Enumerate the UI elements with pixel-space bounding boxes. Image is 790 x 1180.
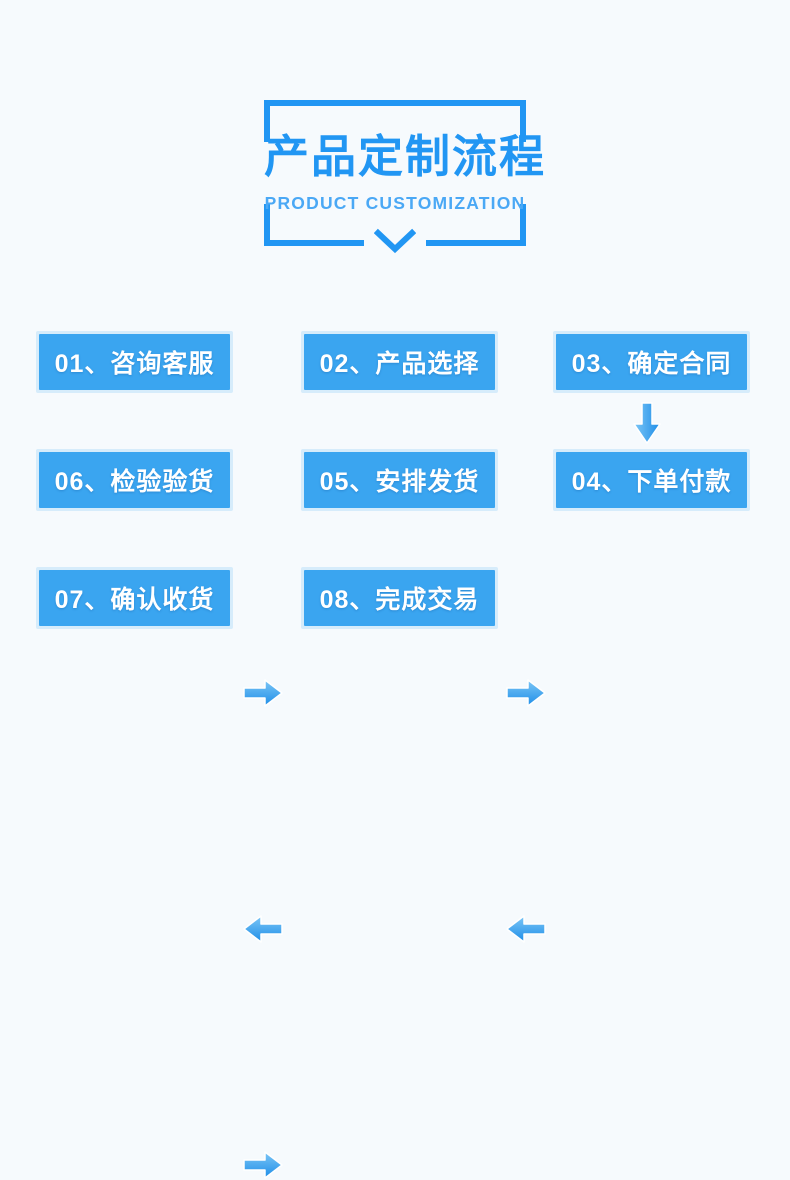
arrow-left-icon: [506, 915, 546, 943]
flow-step-02[interactable]: 02、产品选择: [301, 331, 498, 393]
frame-corner-top-left: [264, 100, 270, 142]
arrow-right-icon: [506, 679, 546, 707]
flow-row-3: 07、确认收货 08、完成交易: [0, 567, 790, 1179]
frame-corner-bottom-right: [520, 204, 526, 246]
frame-corner-bottom-left: [264, 204, 270, 246]
flow-step-08-body: 08、完成交易: [304, 570, 495, 626]
flow-step-06[interactable]: 06、检验验货: [36, 449, 233, 511]
flow-step-08[interactable]: 08、完成交易: [301, 567, 498, 629]
page-title-frame: 产品定制流程 PRODUCT CUSTOMIZATION: [264, 100, 547, 254]
arrow-right-icon: [243, 679, 283, 707]
arrow-left-icon: [243, 915, 283, 943]
flow-step-03-label: 03、确定合同: [571, 350, 732, 378]
flow-step-01-body: 01、咨询客服: [39, 334, 230, 390]
flow-row-1: 01、咨询客服 02、产品选择 03、确定合同: [0, 331, 790, 707]
frame-corner-top-right: [520, 100, 526, 142]
flow-step-07-body: 07、确认收货: [39, 570, 230, 626]
flow-step-08-label: 08、完成交易: [319, 586, 480, 614]
flow-step-04-body: 04、下单付款: [556, 452, 747, 508]
page-title: 产品定制流程: [264, 131, 547, 182]
flow-row-2: 06、检验验货 05、安排发货 04、下单付款: [0, 449, 790, 943]
flow-step-07-label: 07、确认收货: [54, 586, 215, 614]
flow-step-05-body: 05、安排发货: [304, 452, 495, 508]
page-subtitle: PRODUCT CUSTOMIZATION: [264, 193, 526, 213]
flow-step-02-body: 02、产品选择: [304, 334, 495, 390]
frame-bottom-line-right: [426, 240, 526, 246]
flow-step-06-body: 06、检验验货: [39, 452, 230, 508]
flow-step-06-label: 06、检验验货: [54, 468, 215, 496]
arrow-right-icon: [243, 1151, 283, 1179]
flow-step-02-label: 02、产品选择: [319, 350, 480, 378]
flow-step-05[interactable]: 05、安排发货: [301, 449, 498, 511]
chevron-down-icon: [374, 228, 416, 254]
flow-step-03[interactable]: 03、确定合同: [553, 331, 750, 393]
flow-step-01-label: 01、咨询客服: [54, 350, 215, 378]
frame-top-line: [264, 100, 526, 106]
arrow-down-icon: [633, 402, 661, 444]
flow-step-04[interactable]: 04、下单付款: [553, 449, 750, 511]
flow-step-03-body: 03、确定合同: [556, 334, 747, 390]
flow-step-05-label: 05、安排发货: [319, 468, 480, 496]
flow-step-04-label: 04、下单付款: [571, 468, 732, 496]
flow-step-01[interactable]: 01、咨询客服: [36, 331, 233, 393]
frame-bottom-line-left: [264, 240, 364, 246]
flow-step-07[interactable]: 07、确认收货: [36, 567, 233, 629]
